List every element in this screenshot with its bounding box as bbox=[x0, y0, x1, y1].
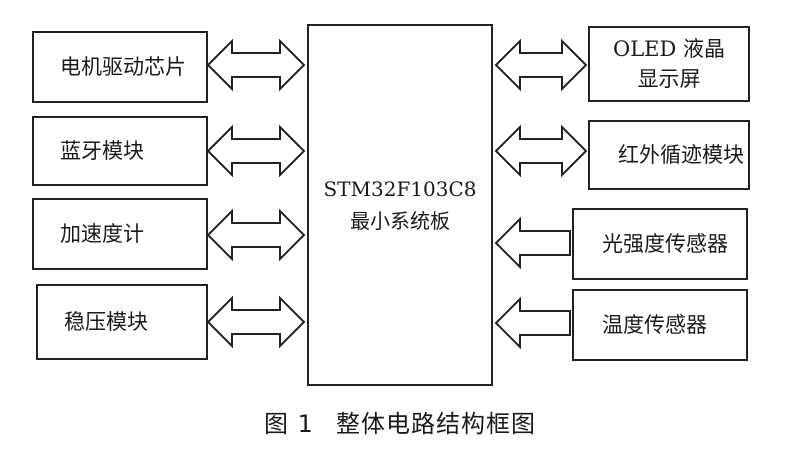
arrow-temperature-sensor bbox=[494, 296, 571, 350]
arrow-accelerometer bbox=[206, 208, 306, 262]
arrow-light-sensor bbox=[494, 216, 571, 270]
module-label: OLED 液晶显示屏 bbox=[612, 36, 725, 91]
arrow-bluetooth bbox=[206, 124, 306, 178]
module-label: 电机驱动芯片 bbox=[60, 54, 186, 79]
module-temperature-sensor: 温度传感器 bbox=[572, 289, 748, 361]
arrow-regulator bbox=[206, 295, 306, 349]
module-label: 稳压模块 bbox=[64, 309, 148, 334]
module-label: 蓝牙模块 bbox=[60, 138, 144, 163]
figure-number: 图 1 bbox=[264, 410, 314, 438]
mcu-board: STM32F103C8 最小系统板 bbox=[307, 24, 493, 386]
mcu-model: STM32F103C8 bbox=[323, 177, 477, 201]
module-voltage-regulator: 稳压模块 bbox=[36, 284, 208, 360]
arrow-oled bbox=[494, 38, 588, 92]
mcu-board-label: 最小系统板 bbox=[350, 209, 450, 233]
module-label: 光强度传感器 bbox=[602, 231, 728, 256]
module-motor-driver: 电机驱动芯片 bbox=[32, 31, 208, 103]
module-ir-tracking: 红外循迹模块 bbox=[588, 120, 750, 190]
module-oled-display: OLED 液晶显示屏 bbox=[588, 26, 750, 102]
module-accelerometer: 加速度计 bbox=[32, 198, 208, 270]
module-bluetooth: 蓝牙模块 bbox=[32, 116, 208, 186]
module-label: 加速度计 bbox=[60, 221, 144, 246]
figure-title: 整体电路结构框图 bbox=[335, 410, 536, 438]
figure-caption: 图 1 整体电路结构框图 bbox=[0, 404, 800, 439]
module-light-sensor: 光强度传感器 bbox=[572, 208, 748, 280]
module-label: 温度传感器 bbox=[602, 312, 707, 337]
module-label: 红外循迹模块 bbox=[618, 142, 744, 167]
arrow-motor-driver bbox=[206, 38, 306, 92]
arrow-ir-tracking bbox=[494, 124, 588, 178]
